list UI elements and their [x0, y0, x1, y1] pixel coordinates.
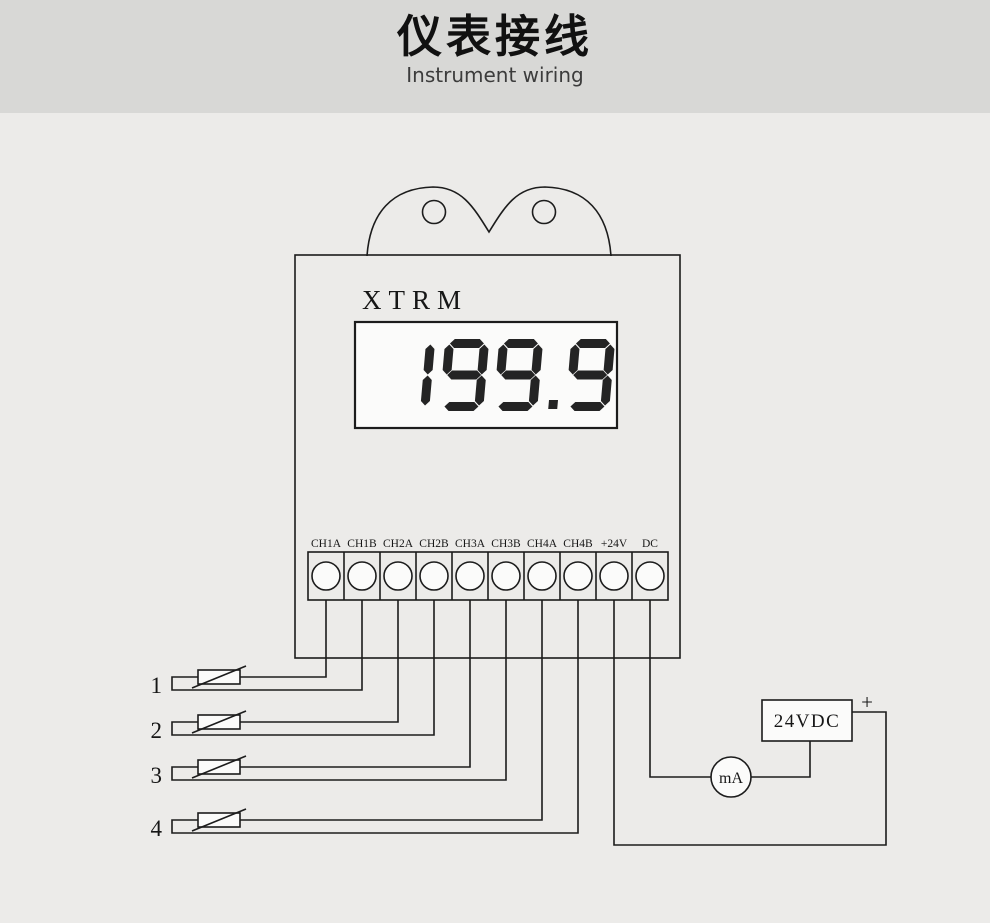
sensor-4-symbol-stroke	[191, 808, 247, 832]
terminal-label-dc: DC	[642, 538, 658, 550]
power-supply-box	[761, 699, 853, 742]
sensor-1-symbol-stroke	[191, 665, 247, 689]
page-subtitle: Instrument wiring	[406, 62, 584, 87]
terminal-circle	[563, 561, 593, 591]
wire-24v-supply-loop	[613, 600, 887, 846]
terminal-circle	[455, 561, 485, 591]
mounting-ears	[366, 186, 612, 257]
model-label: XTRM	[362, 285, 468, 315]
terminal-circle	[347, 561, 377, 591]
page-title: 仪表接线	[396, 10, 593, 63]
terminal-circle	[311, 561, 341, 591]
sensor-3-wire-loop	[171, 600, 507, 781]
terminal-label-ch4a: CH4A	[527, 538, 558, 550]
terminal-circles	[311, 561, 665, 591]
instrument-body	[294, 254, 681, 659]
terminal-label-24v: +24V	[601, 538, 628, 550]
mounting-hole-right-icon	[531, 199, 557, 225]
terminal-circle	[491, 561, 521, 591]
terminal-circle	[419, 561, 449, 591]
terminal-circle	[635, 561, 665, 591]
terminal-label-ch2b: CH2B	[419, 538, 449, 550]
terminal-circle	[527, 561, 557, 591]
terminal-circle	[383, 561, 413, 591]
wire-meter-to-supply	[751, 741, 811, 778]
current-meter	[710, 756, 752, 798]
sensor-3-number: 3	[151, 763, 163, 788]
terminal-label-ch3a: CH3A	[455, 538, 486, 550]
mounting-hole-left-icon	[421, 199, 447, 225]
terminal-label-ch4b: CH4B	[563, 538, 593, 550]
sensor-2-wire-loop	[171, 600, 435, 736]
terminal-label-ch2a: CH2A	[383, 538, 414, 550]
sensor-3-symbol-stroke	[191, 755, 247, 779]
plus-polarity-label: +	[861, 690, 873, 714]
terminal-label-ch1a: CH1A	[311, 538, 342, 550]
power-supply-label: 24VDC	[774, 711, 841, 732]
sensor-1-wire-loop	[171, 600, 363, 691]
terminal-circle	[599, 561, 629, 591]
sensor-2-number: 2	[151, 718, 163, 743]
wire-dc-to-meter	[649, 600, 711, 778]
current-meter-label: mA	[719, 770, 743, 787]
header-band: 仪表接线 Instrument wiring	[0, 0, 990, 113]
lcd-digits	[420, 339, 615, 411]
sensor-2-symbol-stroke	[191, 710, 247, 734]
sensor-4-number: 4	[151, 816, 163, 841]
terminal-label-ch1b: CH1B	[347, 538, 377, 550]
terminal-label-ch3b: CH3B	[491, 538, 521, 550]
sensor-4-wire-loop	[171, 600, 579, 834]
terminal-dividers	[343, 552, 633, 600]
sensor-1-number: 1	[151, 673, 163, 698]
